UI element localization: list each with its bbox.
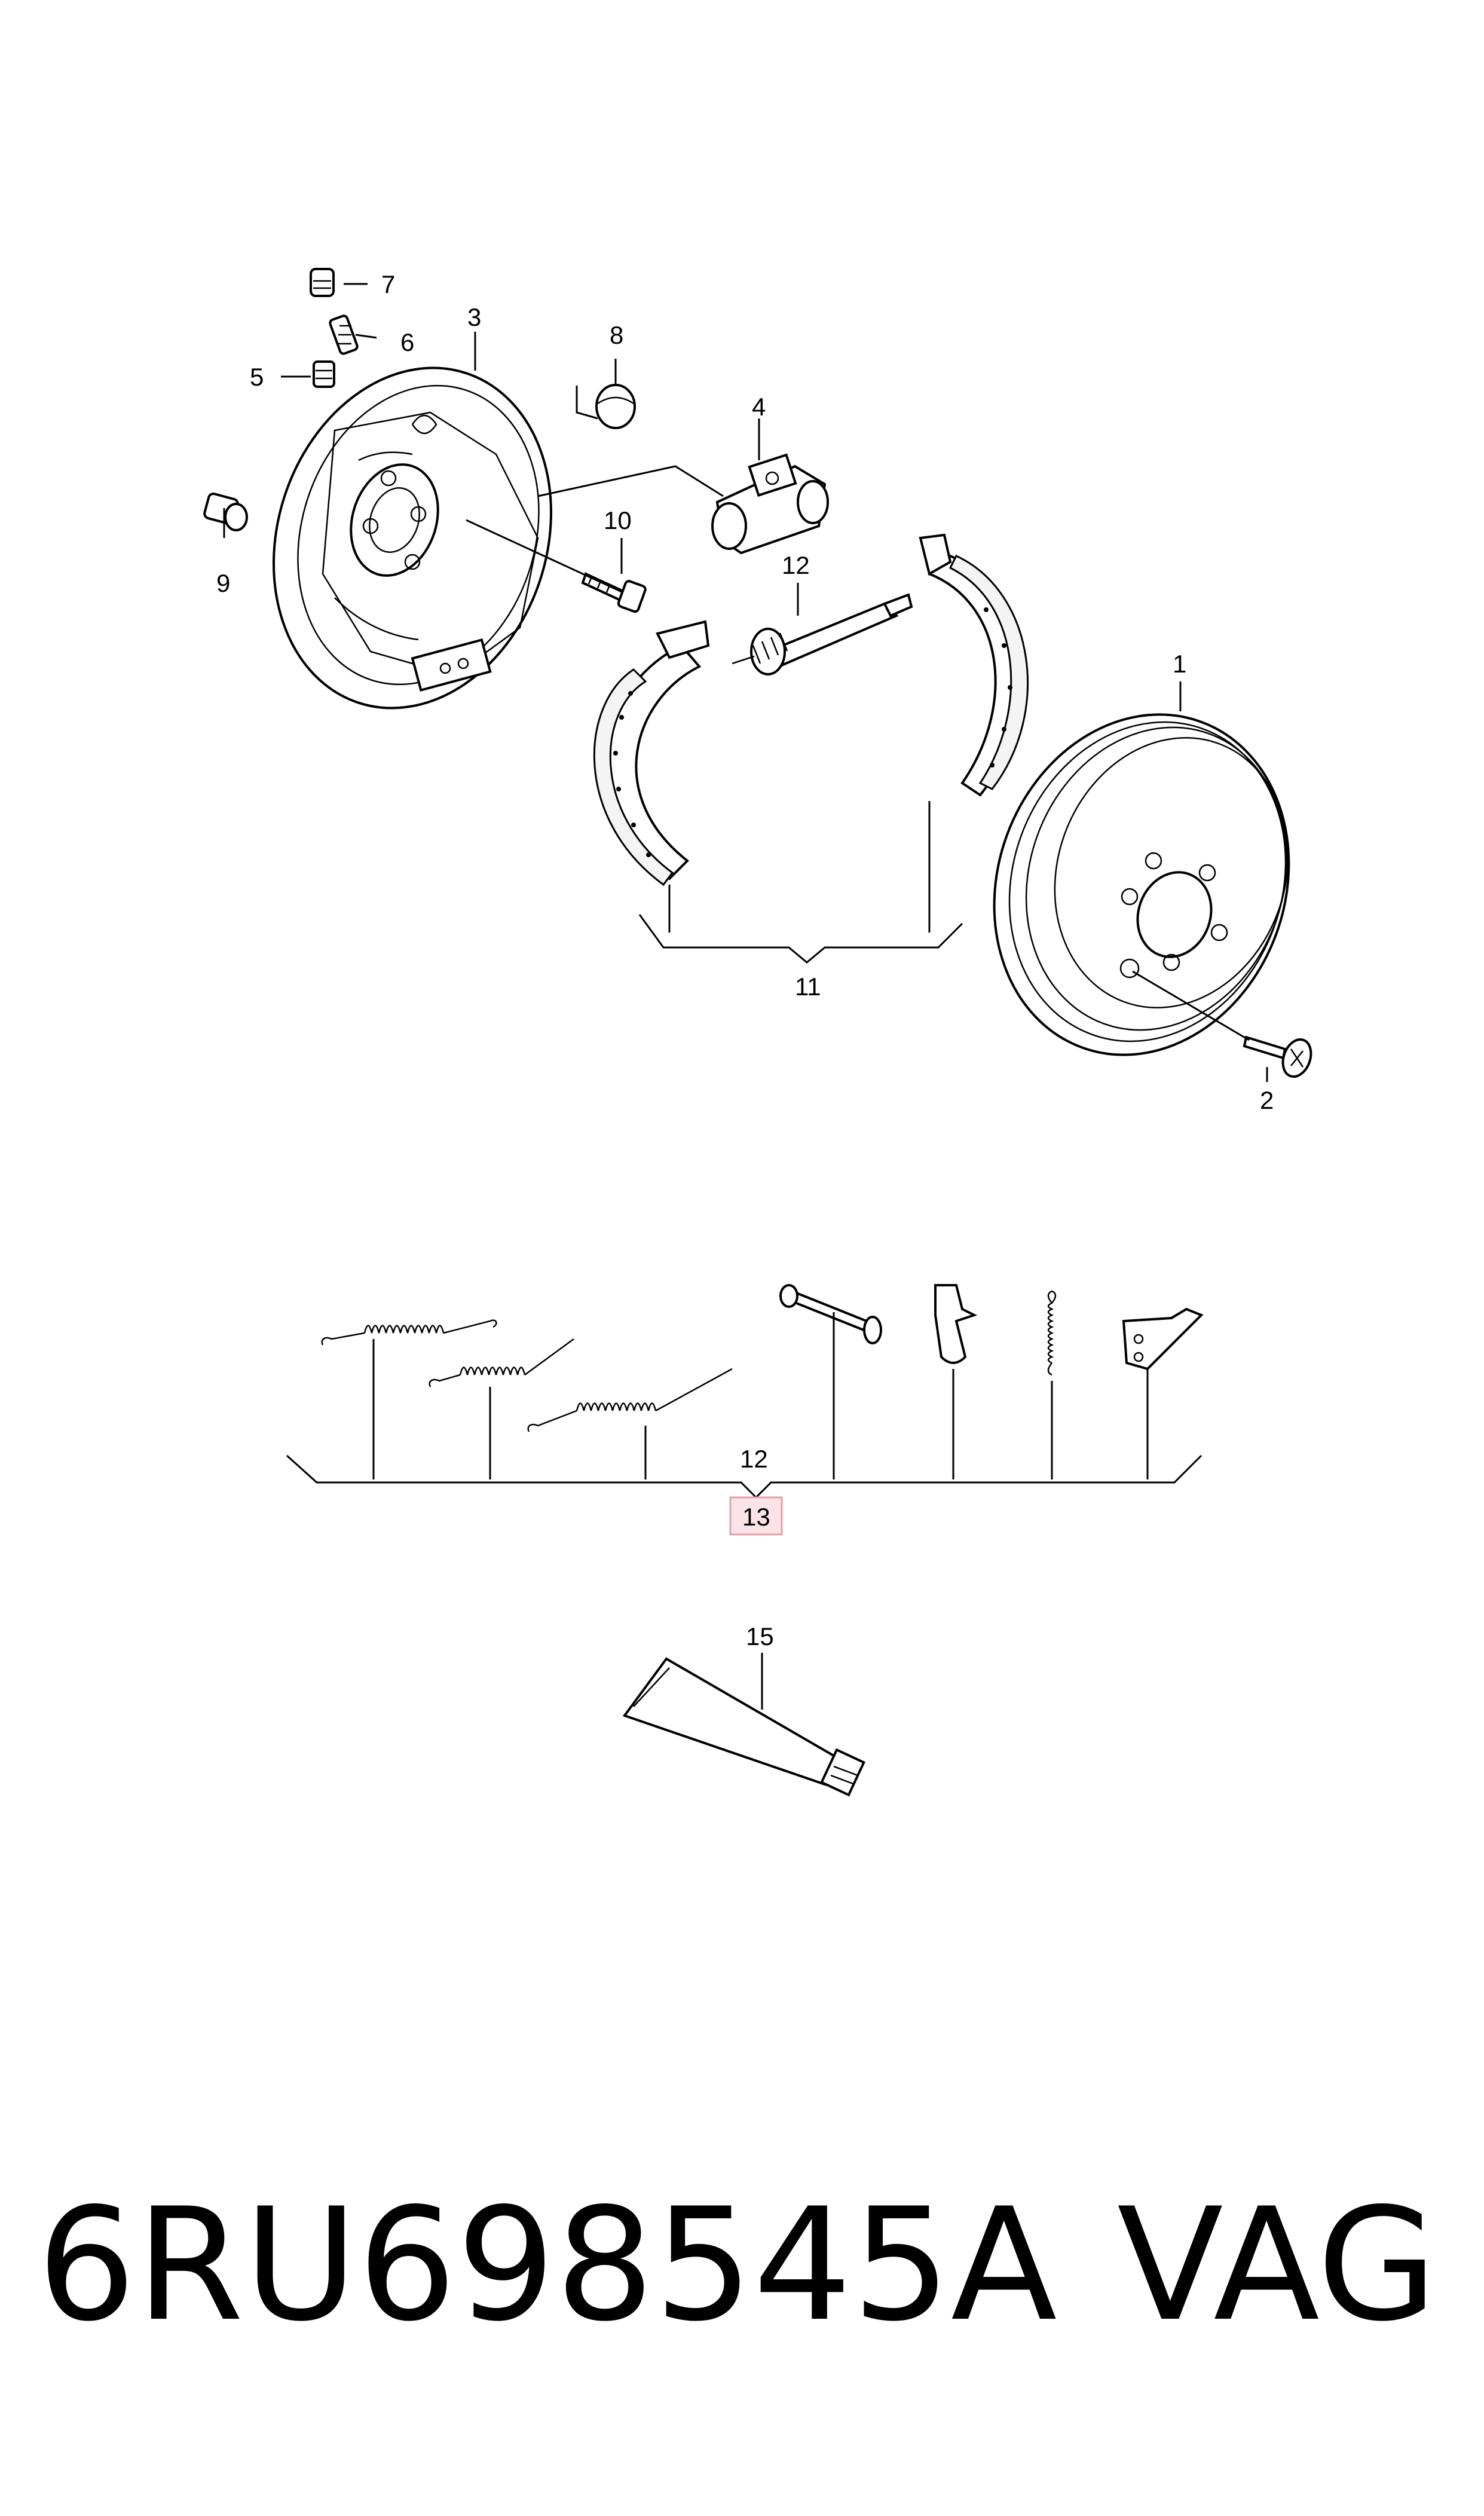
bleeder-cap-7 <box>310 268 335 297</box>
callout-5: 5 <box>250 363 264 391</box>
callout-11: 11 <box>795 973 821 1001</box>
brake-shoe-left <box>593 620 710 886</box>
callout-9: 9 <box>216 569 230 597</box>
adjuster-12 <box>732 593 913 675</box>
callout-12: 12 <box>782 551 810 579</box>
callout-7: 7 <box>381 270 395 298</box>
brake-shoe-right <box>919 533 1029 797</box>
callout-13: 13 <box>742 1503 770 1531</box>
bleeder-screw-6 <box>329 314 359 355</box>
callout-13-highlighted: 13 <box>729 1496 783 1536</box>
part-number: 6RU698545A <box>37 2175 1057 2356</box>
callout-10: 10 <box>604 506 632 534</box>
bolt-10 <box>581 572 647 613</box>
callout-15: 15 <box>746 1622 774 1650</box>
plug-9 <box>203 493 248 531</box>
cap-8 <box>595 384 636 429</box>
callout-3: 3 <box>467 303 481 331</box>
brand-name: VAG <box>1117 2175 1437 2356</box>
wheel-cylinder-4 <box>711 453 829 555</box>
callout-4: 4 <box>752 393 766 421</box>
callout-12-kit: 12 <box>740 1445 768 1473</box>
callout-1: 1 <box>1173 650 1186 678</box>
callout-6: 6 <box>400 328 414 356</box>
drum-screw-2 <box>1243 1035 1312 1078</box>
brake-drum-1 <box>993 713 1290 1056</box>
hardware-kit-13 <box>321 1284 1204 1432</box>
callout-2: 2 <box>1260 1086 1274 1114</box>
leader-lines-top <box>223 283 1268 1082</box>
callout-13-highlight-box <box>729 1496 783 1536</box>
grease-tube-15 <box>622 1653 865 1797</box>
callout-8: 8 <box>610 321 623 349</box>
bolt-5 <box>313 360 335 388</box>
brake-backing-plate <box>273 366 552 710</box>
